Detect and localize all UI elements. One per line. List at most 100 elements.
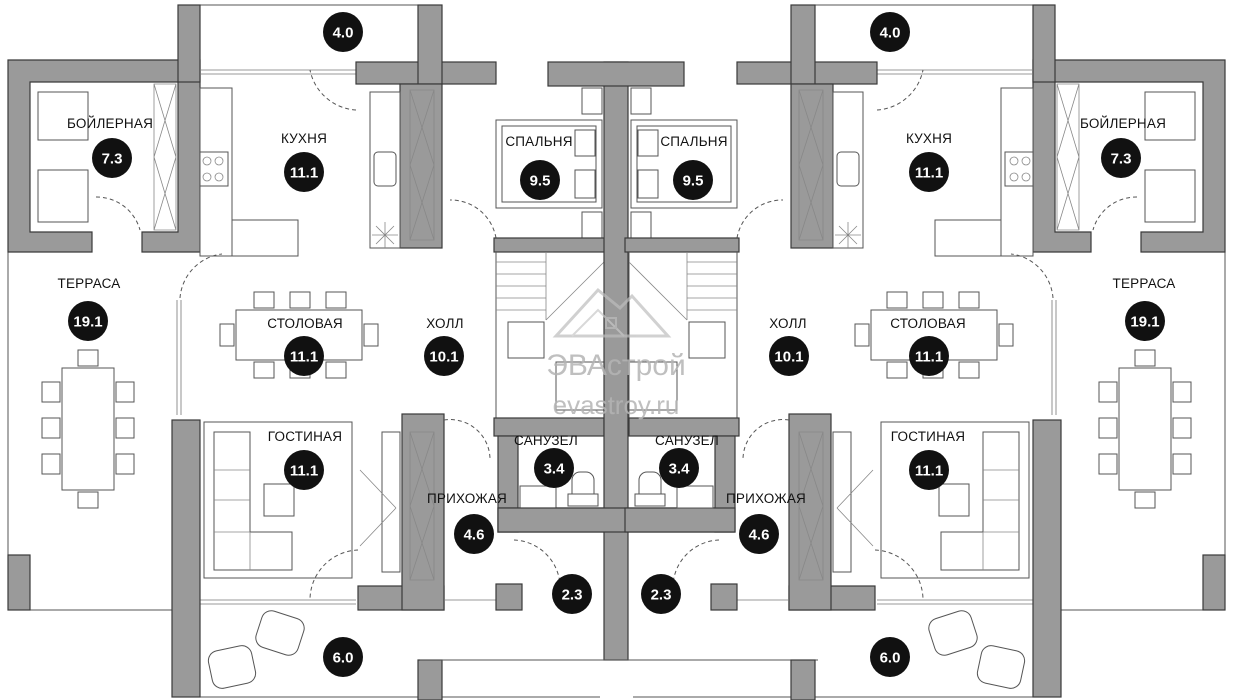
l-kitchen-area-value: 11.1 [290,165,318,182]
r-bedroom-label: СПАЛЬНЯ [660,134,727,149]
nightstand-1 [574,129,596,157]
terrace-table [41,349,135,509]
boiler-top-wall [177,4,201,83]
bedroom-shelf [581,87,603,115]
watermark-brand: ЭВАстрой [546,349,685,382]
l-entry-area-value: 4.6 [464,527,485,544]
boiler-door-swing [95,196,141,231]
r-patio-area-badge [870,637,910,677]
wardrobe-entry [409,431,435,581]
stair-top-wall [493,237,609,253]
l-porch-area-badge [552,574,592,614]
l-dining-label: СТОЛОВАЯ [267,316,343,331]
boiler-tank [37,169,89,223]
r-bath-label: САНУЗЕЛ [655,433,719,448]
bed-frame [495,119,603,209]
r-living-area-value: 11.1 [915,463,943,480]
r-boiler-area-value: 7.3 [1111,151,1132,168]
l-top-4-area-badge [323,12,363,52]
toilet-icon [567,471,599,507]
r-porch-area-badge [641,574,681,614]
r-living-area-badge [909,450,949,490]
l-patio-area-value: 6.0 [333,650,354,667]
boiler-shelving [153,83,177,231]
patio-chairs [207,610,305,689]
r-kitchen-area-badge [909,152,949,192]
l-terrace-label: ТЕРРАСА [58,276,121,291]
stair-column [555,361,605,411]
r-boiler-area-badge [1101,138,1141,178]
r-dining-area-badge [909,336,949,376]
l-living-label: ГОСТИНАЯ [268,429,342,444]
patio-outline [199,640,600,698]
patio-wall-stub [417,659,443,700]
kitchen-window [200,69,356,75]
l-kitchen-label: КУХНЯ [281,131,327,146]
top-wall-stub [417,4,443,85]
kitchen-partition [399,83,443,249]
l-terrace-area-badge [68,301,108,341]
l-kitchen-area-badge [284,152,324,192]
terrace-post [7,554,31,611]
stove-icon [199,151,229,187]
l-bedroom-area-value: 9.5 [530,173,551,190]
l-boiler-area-badge [92,138,132,178]
wardrobe-left [409,89,435,241]
l-patio-area-badge [323,637,363,677]
l-hall-label: ХОЛЛ [426,316,463,331]
watermark-site: evastroy.ru [553,390,680,420]
l-entry-label: ПРИХОЖАЯ [427,491,507,506]
entry-fan-lines [359,469,397,547]
r-entry-label: ПРИХОЖАЯ [726,491,806,506]
top-yard-outline [199,4,420,60]
living-west-wall [171,419,201,698]
porch-post [495,583,523,611]
party-wall-top [547,61,685,87]
l-dining-area-value: 11.1 [290,349,318,366]
hall-door-swing [443,419,491,461]
l-boiler-area-value: 7.3 [102,151,123,168]
r-kitchen-label: КУХНЯ [906,131,952,146]
l-boiler-label: БОЙЛЕРНАЯ [67,116,153,131]
r-living-label: ГОСТИНАЯ [891,429,965,444]
r-hall-area-value: 10.1 [774,349,803,366]
fan-icon [372,222,398,248]
stair-steps [496,252,605,321]
r-top-4-area-value: 4.0 [880,25,901,42]
r-dining-area-value: 11.1 [915,349,943,366]
l-dining-area-badge [284,336,324,376]
bedroom-cabinet [581,211,603,239]
r-hall-area-badge [769,336,809,376]
l-terrace-area-value: 19.1 [73,314,102,331]
kitchen-island [231,219,299,257]
l-hall-area-badge [424,336,464,376]
r-terrace-area-badge [1125,301,1165,341]
nightstand-2 [574,169,596,199]
l-entry-area-badge [454,514,494,554]
l-bath-area-badge [534,448,574,488]
watermark-logo [552,287,672,338]
sink-icon [373,151,397,187]
r-dining-label: СТОЛОВАЯ [890,316,966,331]
sofa [203,421,353,579]
r-terrace-label: ТЕРРАСА [1113,276,1176,291]
r-hall-label: ХОЛЛ [769,316,806,331]
l-bedroom-label: СПАЛЬНЯ [505,134,572,149]
r-bath-area-value: 3.4 [669,461,691,478]
r-boiler-label: БОЙЛЕРНАЯ [1080,116,1166,131]
l-bath-area-value: 3.4 [544,461,566,478]
r-bedroom-area-badge [673,160,713,200]
r-entry-area-value: 4.6 [749,527,770,544]
r-entry-area-badge [739,514,779,554]
bedroom-door-swing [449,199,497,239]
boiler-unit [37,91,89,141]
l-bath-label: САНУЗЕЛ [514,433,578,448]
terrace-glass [176,300,182,415]
kitchen-door-swing [309,69,357,111]
l-top-4-area-value: 4.0 [333,25,354,42]
left-unit [7,4,609,700]
party-wall [603,61,629,661]
l-living-area-badge [284,450,324,490]
stair-landing-box [507,321,545,359]
